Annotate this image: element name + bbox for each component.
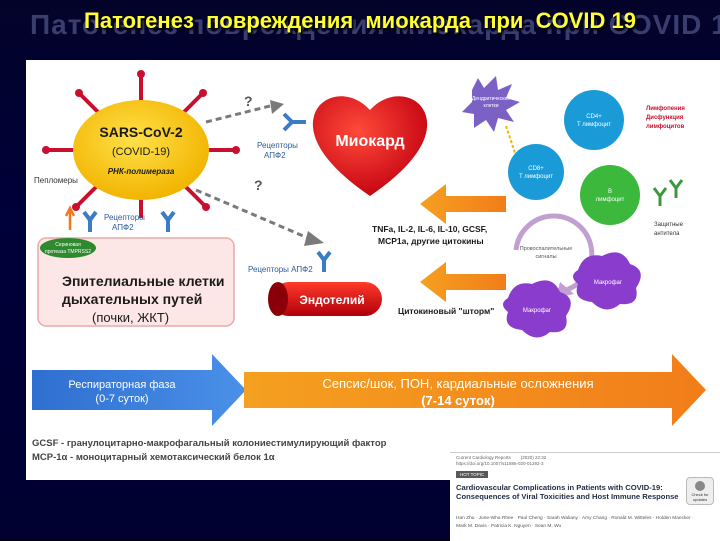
title-shadow: Патогенез повреждения миокарда при COVID…	[30, 9, 720, 40]
macrophage-1	[573, 252, 641, 310]
macrophage-2	[503, 280, 571, 338]
cd8-label-1: CD8+	[528, 166, 544, 172]
phase2-label-2: (7-14 суток)	[421, 393, 495, 408]
dashed-arrow-endo-head	[304, 231, 324, 246]
receptor-icon-heart	[282, 112, 306, 132]
paper-tag: HOT TOPIC	[456, 471, 489, 478]
protease-label-2: протеаза TMPRSS2	[45, 249, 91, 255]
dashed-arrow-heart	[205, 104, 271, 124]
peplomers-label: Пепломеры	[34, 176, 78, 185]
cytokines-line1: TNFa, IL-2, IL-6, IL-10, GCSF,	[372, 224, 487, 234]
epithelium-line3: (почки, ЖКТ)	[92, 310, 169, 325]
macrophage-1-label: Макрофаг	[594, 280, 623, 286]
phase1-arrow	[32, 354, 246, 426]
antibody-label-1: Защитные	[654, 222, 684, 228]
receptor-icons-lung	[82, 210, 176, 232]
footnote-1: GCSF - гранулоцитарно-макрофагальный кол…	[32, 438, 387, 449]
cytokine-arrow-heart	[420, 184, 506, 224]
virus-enzyme: РНК-полимераза	[108, 167, 175, 176]
paper-meta-2: https://doi.org/10.1007/s11886-020-01292…	[456, 461, 544, 466]
cd8-label-2: Т лимфоцит	[519, 174, 553, 180]
footnote-2: MCP-1α - моноцитарный хемотаксический бе…	[32, 452, 275, 463]
b-cell	[580, 165, 640, 225]
phase1-label-2: (0-7 суток)	[95, 393, 148, 405]
check-updates-badge: Check for updates	[686, 477, 714, 505]
b-label-2: лимфоцит	[596, 197, 625, 203]
protease-badge	[40, 238, 96, 258]
phase2-arrow	[244, 354, 706, 426]
dashed-arrow-heart-head	[270, 100, 284, 114]
virus-sub: (COVID-19)	[112, 146, 170, 158]
epithelium-box	[37, 237, 235, 327]
endothelium-end	[268, 282, 288, 316]
dendritic-cell: Дендритические клетки	[462, 76, 520, 132]
antibody-icons	[652, 179, 684, 206]
heart-shape	[312, 96, 428, 196]
endothelium-label: Эндотелий	[299, 293, 364, 307]
receptor-heart-label2: АПФ2	[264, 151, 286, 160]
signals-label-1: Провоспалительные	[520, 246, 573, 252]
receptor-lung-label2: АПФ2	[112, 223, 134, 232]
cd4-label-1: CD4+	[586, 114, 602, 120]
diagram-panel: SARS-CoV-2 (COVID-19) РНК-полимераза Пеп…	[26, 60, 720, 480]
slide-title: Патогенез повреждения миокарда при COVID…	[84, 8, 636, 33]
cd4-label-2: Т лимфоцит	[577, 122, 611, 128]
phase1-label-1: Респираторная фаза	[68, 379, 176, 391]
heart-label: Миокард	[335, 133, 404, 150]
paper-title: Cardiovascular Complications in Patients…	[456, 483, 679, 501]
virus-name: SARS-CoV-2	[99, 124, 182, 140]
macrophage-2-label: Макрофаг	[523, 308, 552, 314]
cd4-cell	[564, 90, 624, 150]
title-bar: Патогенез повреждения миокарда при COVID…	[0, 0, 720, 60]
cd8-cell	[508, 144, 564, 200]
lymph-label-1: Лимфопения	[646, 105, 685, 112]
dendritic-link	[505, 125, 517, 157]
check-updates-icon	[695, 481, 705, 491]
protease-label-1: Сериновая	[55, 242, 81, 248]
cytokines-line2: MCP1a, другие цитокины	[378, 236, 484, 246]
question-1: ?	[244, 93, 253, 109]
question-2: ?	[254, 177, 263, 193]
pathogenesis-diagram: SARS-CoV-2 (COVID-19) РНК-полимераза Пеп…	[32, 70, 706, 463]
signals-label-2: сигналы	[535, 254, 556, 260]
dendritic-label-1: Дендритические	[472, 96, 510, 102]
epithelium-line1: Эпителиальные клетки	[62, 273, 225, 289]
virus-body	[73, 100, 209, 200]
storm-label: Цитокиновый "шторм"	[398, 306, 494, 316]
lymph-label-3: лимфоцитов	[646, 123, 685, 130]
receptor-heart-label: Рецепторы	[257, 141, 298, 150]
protease-arrow	[64, 205, 76, 230]
lymph-label-2: Дисфункция	[646, 114, 684, 121]
dendritic-label-2: клетки	[483, 103, 498, 109]
receptor-lung-label: Рецепторы	[104, 213, 145, 222]
endothelium-tube	[272, 282, 382, 316]
antibody-label-2: антитела	[654, 231, 680, 237]
check-updates-label: Check for updates	[691, 492, 709, 502]
paper-authors: Han Zhu · June-Wha Rhee · Paul Cheng · S…	[456, 516, 694, 529]
b-label-1: В	[608, 189, 612, 195]
receptor-endo-label: Рецепторы АПФ2	[248, 265, 313, 274]
receptor-icon-endo	[316, 250, 332, 272]
dashed-arrow-endo	[195, 188, 309, 240]
cytokine-arrow-endo	[420, 262, 506, 302]
epithelium-line2: дыхательных путей	[62, 291, 202, 307]
virus-spike-heads	[42, 70, 240, 211]
paper-meta-1: Current Cardiology Reports (2020) 22:32	[456, 455, 547, 460]
paper-snippet: Current Cardiology Reports (2020) 22:32 …	[450, 452, 720, 541]
phase2-label-1: Сепсис/шок, ПОН, кардиальные осложнения	[322, 376, 593, 391]
